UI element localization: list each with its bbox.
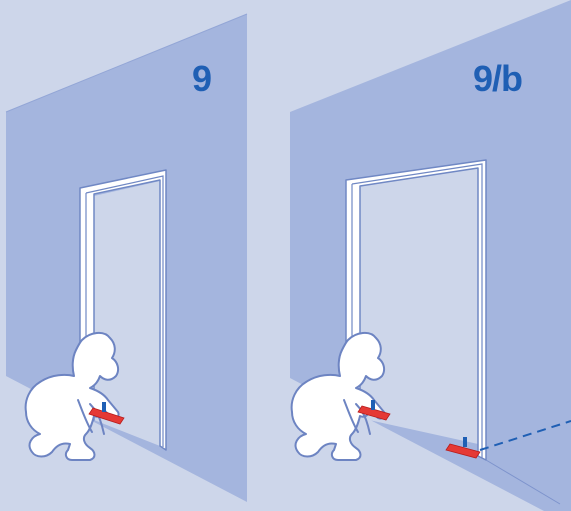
step-label: 9 [192, 58, 212, 99]
spirit-level-icon [357, 400, 391, 421]
spirit-level-icon [88, 402, 125, 425]
panel-9b [290, 0, 571, 511]
panel-9 [5, 13, 248, 502]
laser-level-icon [445, 437, 481, 459]
wall-top-edge [5, 13, 248, 113]
step-label: 9/b [473, 58, 523, 99]
laser-beam [479, 420, 571, 451]
door-opening [360, 168, 478, 444]
